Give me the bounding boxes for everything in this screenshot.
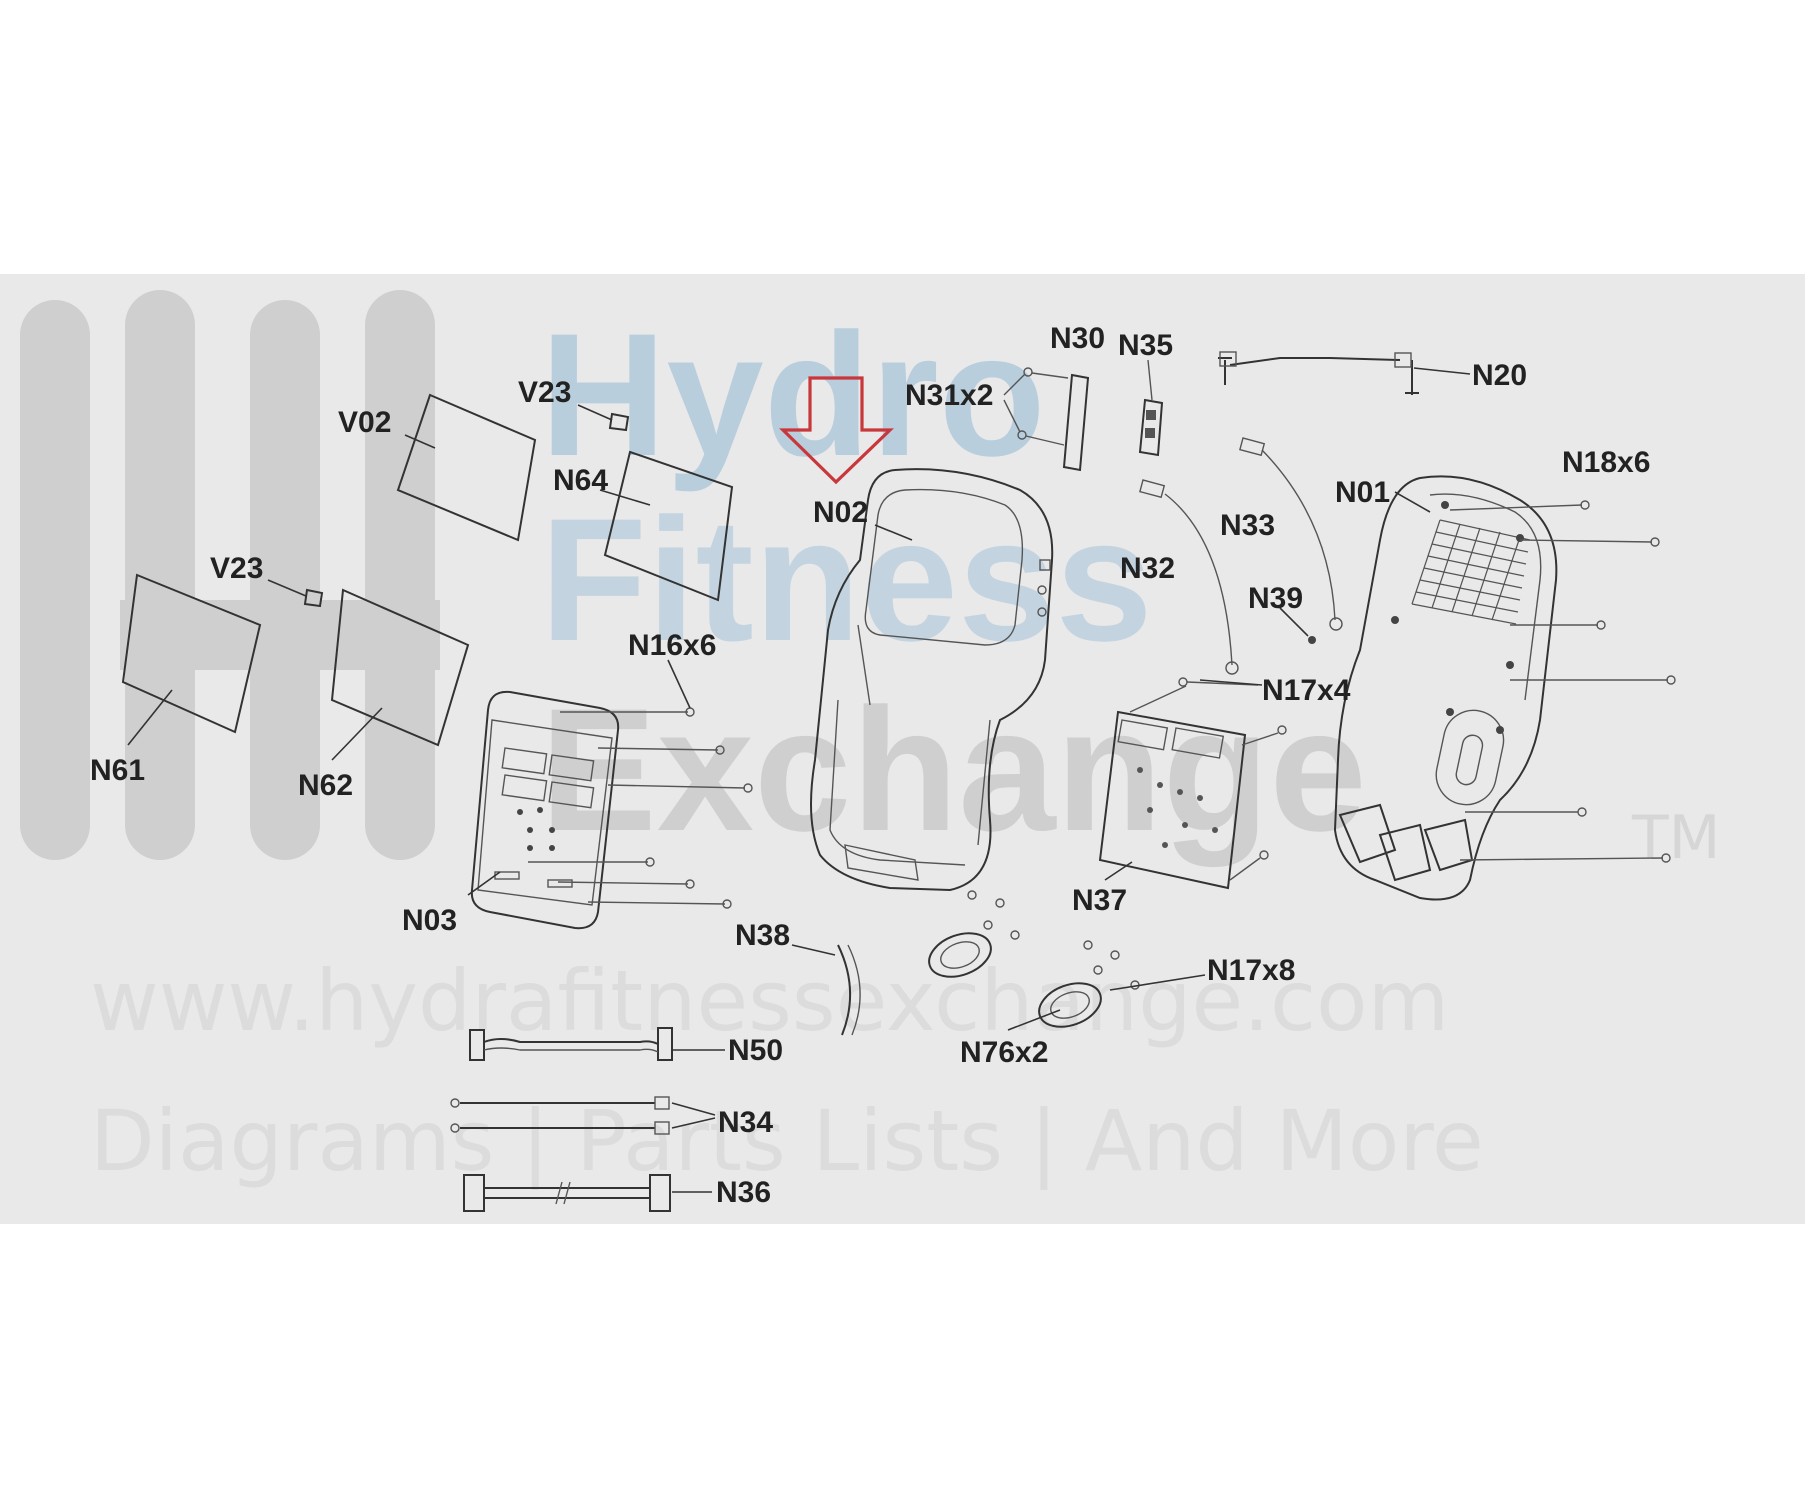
part-n76-speakers [928, 890, 1140, 1028]
part-n30-bracket [1062, 373, 1090, 472]
callout-n32: N32 [1120, 552, 1175, 585]
part-v02-overlay [396, 393, 537, 542]
callout-n61: N61 [90, 754, 145, 787]
part-v23-left [303, 588, 324, 608]
part-n03-plate [470, 690, 620, 930]
watermark-brand-line3: Exchange [540, 673, 1367, 868]
callout-n18x6: N18x6 [1562, 446, 1650, 479]
callout-n62: N62 [298, 769, 353, 802]
callout-n35: N35 [1118, 329, 1173, 362]
callout-v02: V02 [338, 406, 391, 439]
watermark-trademark: TM [1631, 803, 1720, 873]
callout-n16x6: N16x6 [628, 629, 716, 662]
part-n34-wires [450, 1096, 670, 1135]
part-n35-switch [1138, 359, 1164, 457]
leader-lines [127, 404, 1431, 1193]
callout-n03: N03 [402, 904, 457, 937]
part-n01-housing [1333, 475, 1558, 901]
callout-n39: N39 [1248, 582, 1303, 615]
part-v23-top [608, 412, 630, 432]
part-n20-cable [1218, 351, 1471, 395]
callout-n76x2: N76x2 [960, 1036, 1048, 1069]
callout-n50: N50 [728, 1034, 783, 1067]
part-n33-wire [1239, 437, 1343, 631]
callout-n36: N36 [716, 1176, 771, 1209]
callout-v23-left: V23 [210, 552, 263, 585]
part-n36-harness [463, 1174, 671, 1212]
callout-n34: N34 [718, 1106, 773, 1139]
part-n61-overlay [121, 573, 262, 734]
part-n31-screws [1003, 367, 1069, 446]
callout-n20: N20 [1472, 359, 1527, 392]
callout-n30: N30 [1050, 322, 1105, 355]
n01-vent-grille [1411, 519, 1531, 625]
watermark: Hydro Fitness Exchange TM www.hydrafitne… [20, 290, 1720, 1190]
watermark-brand-line1: Hydro [540, 298, 1046, 493]
part-n62-overlay [330, 588, 470, 747]
watermark-logo-icon [20, 290, 440, 860]
callout-n17x4: N17x4 [1262, 674, 1351, 707]
watermark-url: www.hydrafitnessexchange.com [90, 952, 1449, 1050]
part-n38-tie [837, 944, 852, 1036]
part-n37-board [1098, 710, 1247, 890]
part-n50-cable [469, 1027, 673, 1061]
callout-n01: N01 [1335, 476, 1390, 509]
callout-n02: N02 [813, 496, 868, 529]
callout-n37: N37 [1072, 884, 1127, 917]
part-n16-screws [528, 707, 753, 909]
callout-n31x2: N31x2 [905, 379, 993, 412]
part-n18-screws [1449, 500, 1676, 863]
part-n39-screw [1279, 607, 1316, 644]
callout-n33: N33 [1220, 509, 1275, 542]
callout-n64: N64 [553, 464, 608, 497]
part-n64-overlay [603, 450, 734, 602]
callout-v23-top: V23 [518, 376, 571, 409]
part-n32-wire [1139, 479, 1239, 675]
callout-n17x8: N17x8 [1207, 954, 1295, 987]
callout-n38: N38 [735, 919, 790, 952]
part-n02-shroud [810, 468, 1054, 892]
watermark-tagline: Diagrams | Parts Lists | And More [90, 1092, 1484, 1190]
highlight-arrow-icon [779, 376, 894, 485]
callout-labels: V02 V23 N64 V23 N61 N62 N16x6 N03 N02 N3… [90, 322, 1650, 1209]
